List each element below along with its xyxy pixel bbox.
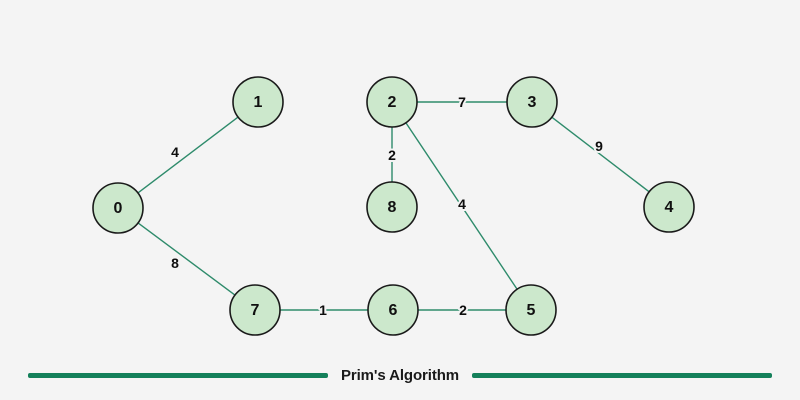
edge-weights-layer: 4 8 7 2 4 9 1 2 <box>169 92 605 320</box>
graph-node-1[interactable]: 1 <box>232 76 284 128</box>
node-circle-1[interactable] <box>232 76 284 128</box>
edge-weight-6-5: 2 <box>459 302 467 318</box>
node-label-1: 1 <box>254 94 263 111</box>
caption-rule-right <box>472 372 772 378</box>
node-circle-8[interactable] <box>366 181 418 233</box>
edge-weight-3-4: 9 <box>595 138 603 154</box>
nodes-layer: 0 1 2 3 4 5 6 7 8 <box>92 76 695 336</box>
node-label-0: 0 <box>114 200 123 217</box>
graph-edge-2-5 <box>405 122 518 290</box>
graph-node-0[interactable]: 0 <box>92 182 144 234</box>
graph-edge-0-7 <box>137 222 236 296</box>
node-circle-0[interactable] <box>92 182 144 234</box>
node-circle-7[interactable] <box>229 284 281 336</box>
graph-node-3[interactable]: 3 <box>506 76 558 128</box>
caption-bar: Prim's Algorithm <box>0 360 800 390</box>
edge-weight-7-6: 1 <box>319 302 327 318</box>
graph-edge-3-4 <box>551 116 650 193</box>
node-label-3: 3 <box>528 94 537 111</box>
node-label-5: 5 <box>527 302 536 319</box>
node-circle-5[interactable] <box>505 284 557 336</box>
node-label-4: 4 <box>665 199 674 216</box>
edge-weight-2-8: 2 <box>388 147 396 163</box>
edge-weight-0-1: 4 <box>171 144 179 160</box>
edge-weight-2-5: 4 <box>458 196 466 212</box>
graph-node-4[interactable]: 4 <box>643 181 695 233</box>
graph-node-6[interactable]: 6 <box>367 284 419 336</box>
node-circle-6[interactable] <box>367 284 419 336</box>
graph-node-7[interactable]: 7 <box>229 284 281 336</box>
node-label-6: 6 <box>389 302 398 319</box>
graph-node-5[interactable]: 5 <box>505 284 557 336</box>
edges-layer <box>137 101 650 311</box>
node-label-7: 7 <box>251 302 260 319</box>
edge-weight-2-3: 7 <box>458 94 466 110</box>
graph-edge-0-1 <box>137 116 239 194</box>
node-circle-2[interactable] <box>366 76 418 128</box>
caption-rule-left <box>28 372 328 378</box>
edge-weight-0-7: 8 <box>171 255 179 271</box>
node-circle-4[interactable] <box>643 181 695 233</box>
caption-title: Prim's Algorithm <box>340 366 460 384</box>
node-label-2: 2 <box>388 94 397 111</box>
node-circle-3[interactable] <box>506 76 558 128</box>
node-label-8: 8 <box>388 199 397 216</box>
graph-node-8[interactable]: 8 <box>366 181 418 233</box>
graph-node-2[interactable]: 2 <box>366 76 418 128</box>
